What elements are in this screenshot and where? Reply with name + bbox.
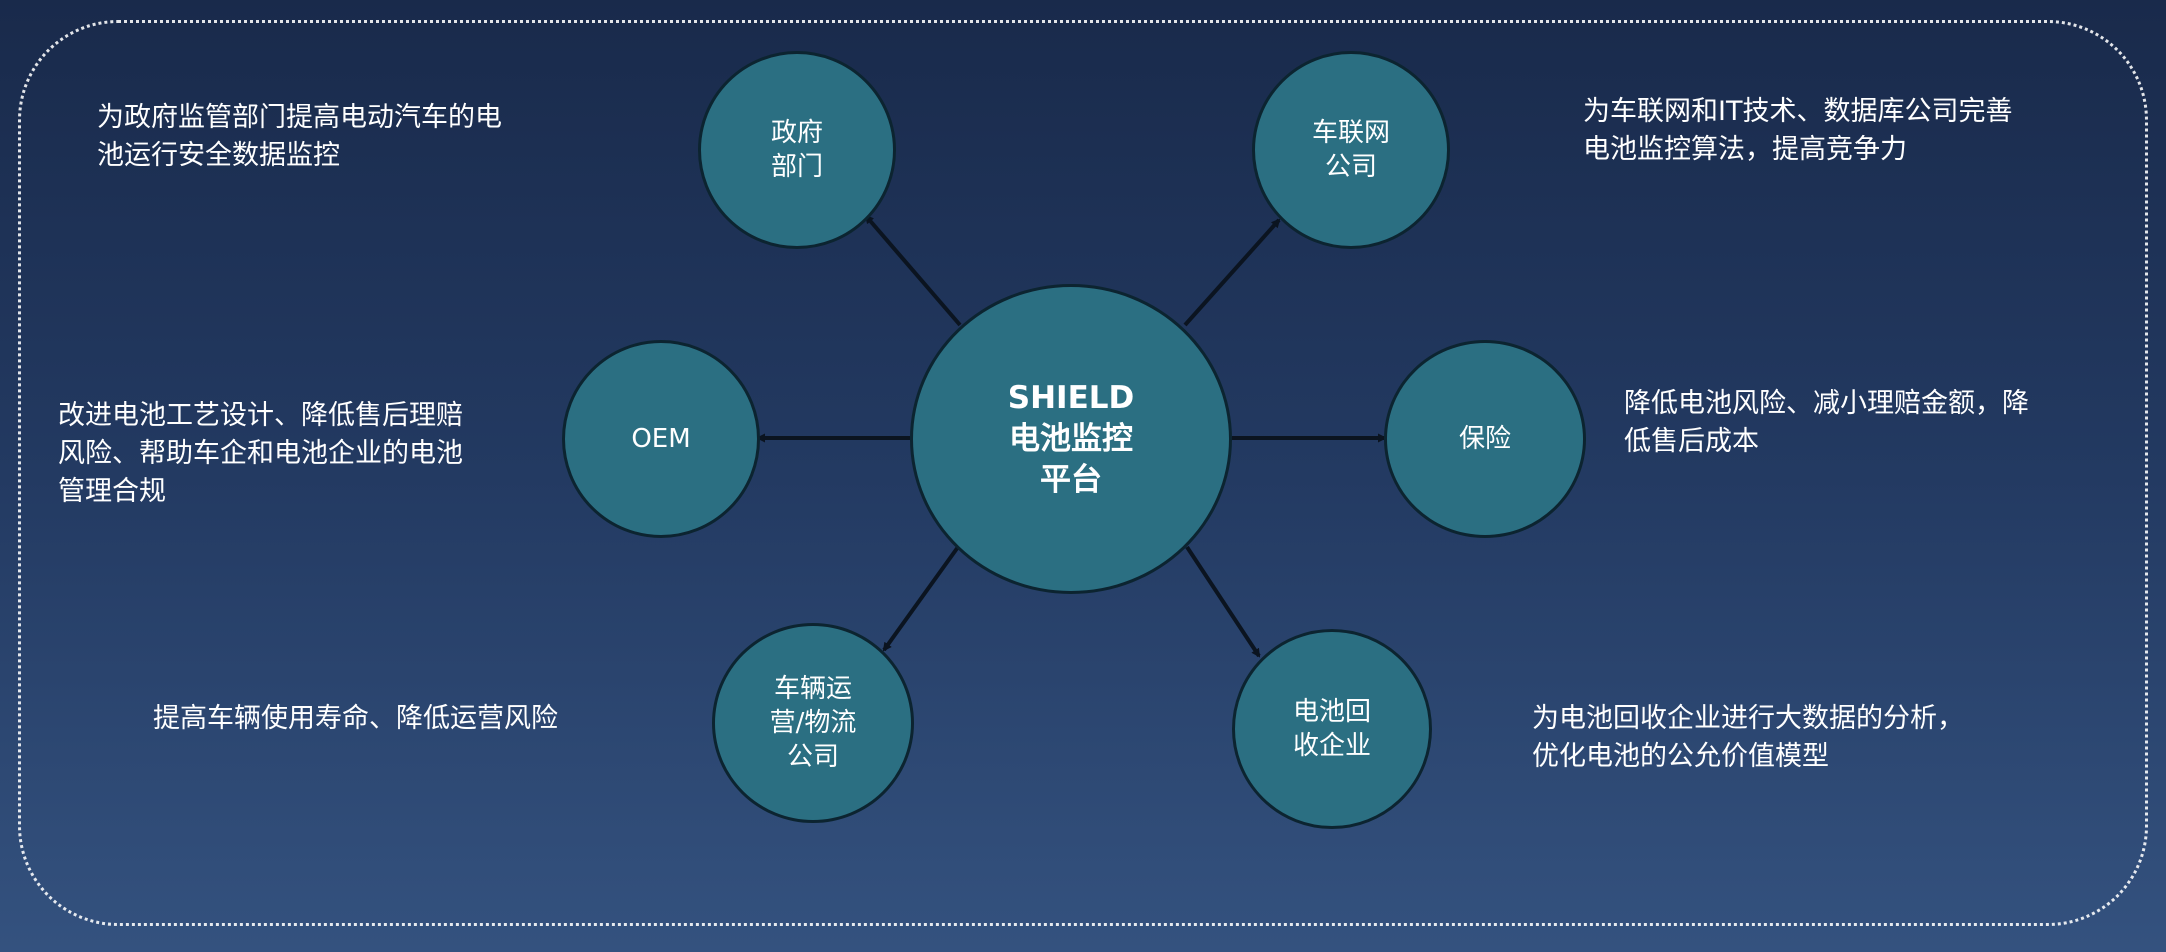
node-insurance-label: 保险	[1458, 424, 1511, 454]
arrow-to-fleet	[882, 545, 960, 652]
node-iov: 车联网 公司	[1252, 51, 1450, 249]
desc-recycling: 为电池回收企业进行大数据的分析， 优化电池的公允价值模型	[1532, 703, 1964, 772]
node-fleet-label: 车辆运 营/物流 公司	[769, 674, 857, 772]
desc-fleet: 提高车辆使用寿命、降低运营风险	[153, 703, 558, 734]
desc-iov: 为车联网和IT技术、数据库公司完善 电池监控算法，提高竞争力	[1583, 96, 2013, 165]
arrow-to-gov	[864, 214, 962, 327]
center-node-shield-platform: SHIELD 电池监控 平台	[910, 284, 1232, 594]
node-insurance: 保险	[1384, 340, 1586, 538]
node-fleet: 车辆运 营/物流 公司	[712, 623, 914, 823]
node-gov: 政府 部门	[698, 51, 896, 249]
node-iov-label: 车联网 公司	[1311, 118, 1390, 182]
node-gov-label: 政府 部门	[770, 118, 823, 182]
node-recycling: 电池回 收企业	[1232, 629, 1432, 829]
desc-gov: 为政府监管部门提高电动汽车的电 池运行安全数据监控	[97, 102, 502, 171]
desc-oem: 改进电池工艺设计、降低售后理赔 风险、帮助车企和电池企业的电池 管理合规	[58, 400, 463, 507]
arrow-to-iov	[1183, 218, 1281, 327]
center-node-label: SHIELD 电池监控 平台	[1007, 379, 1135, 498]
node-oem-label: OEM	[631, 424, 691, 454]
node-oem: OEM	[562, 340, 760, 538]
arrow-to-recycling	[1185, 545, 1261, 658]
desc-insurance: 降低电池风险、减小理赔金额，降 低售后成本	[1624, 388, 2029, 457]
node-recycling-label: 电池回 收企业	[1292, 697, 1371, 761]
dotted-frame	[18, 20, 2148, 926]
